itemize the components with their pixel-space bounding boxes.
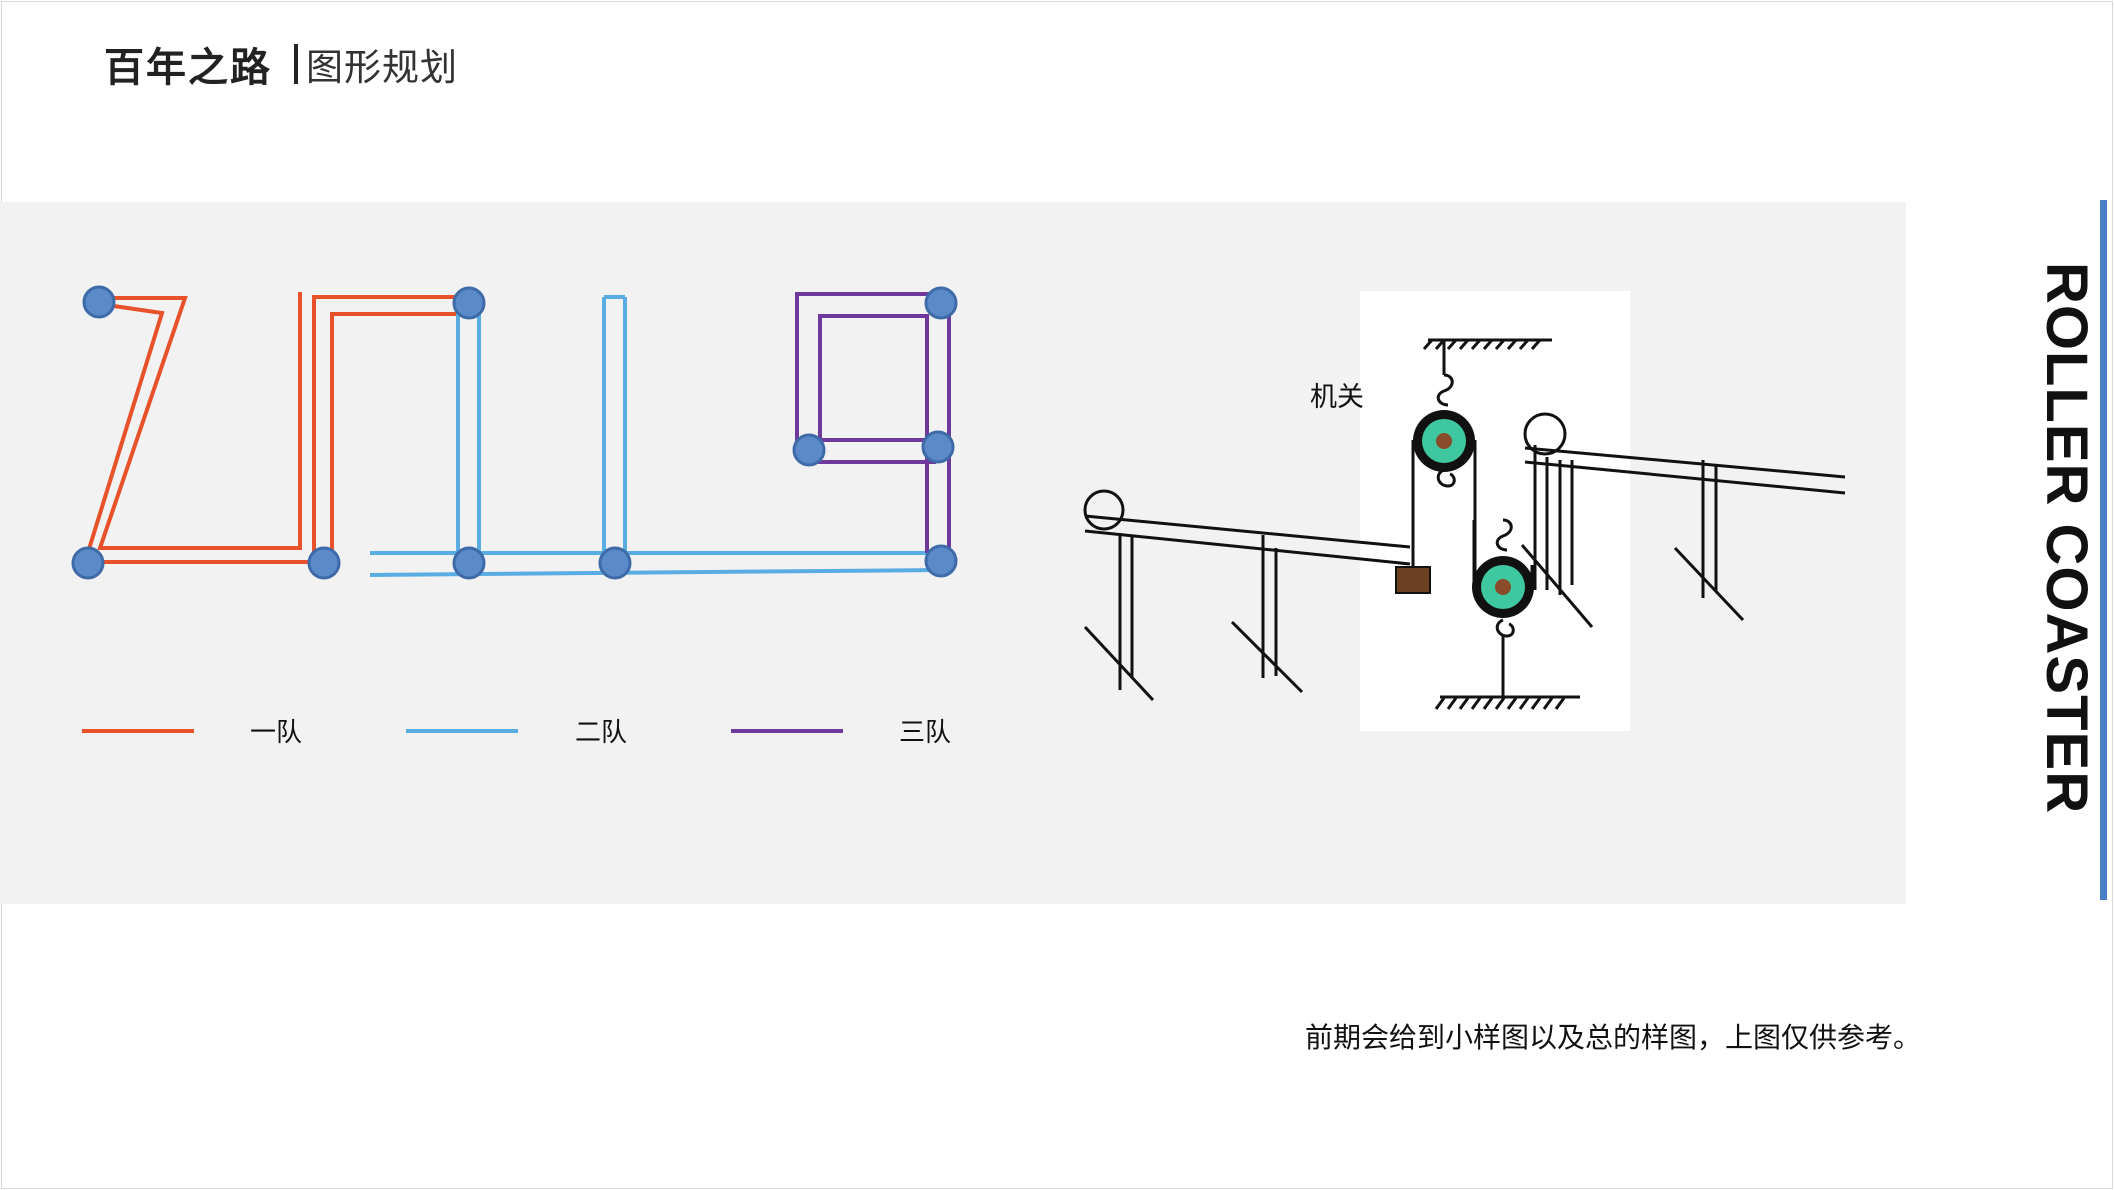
legend-label-team1: 一队	[250, 718, 302, 748]
route-node	[452, 546, 486, 580]
pulley-lower-axle	[1495, 579, 1511, 595]
track-left-wheel	[1083, 489, 1125, 531]
track-right-brace1	[1520, 544, 1594, 628]
track-left	[1083, 489, 1411, 702]
title-main: 百年之路	[104, 45, 272, 91]
track-right-post3	[1701, 460, 1718, 598]
hook-upper-bottom	[1436, 468, 1456, 488]
hook-lower-bottom	[1495, 618, 1515, 638]
route-node	[71, 546, 105, 580]
pulley-upper	[1413, 410, 1475, 472]
route-node	[792, 433, 826, 467]
route-team3-cross	[818, 438, 936, 464]
title-divider	[294, 44, 298, 84]
route-node	[598, 546, 632, 580]
mechanism-label: 机关	[1310, 382, 1364, 413]
route-node	[924, 286, 958, 320]
route-team1-z	[97, 292, 302, 550]
route-node	[82, 285, 116, 319]
legend-label-team2: 二队	[575, 718, 627, 748]
pulley-lower	[1472, 556, 1534, 618]
route-team1-z-inner	[82, 302, 325, 564]
route-team3	[795, 292, 951, 560]
track-right-post1	[1533, 445, 1549, 590]
route-team1	[82, 292, 468, 564]
track-right-brace2	[1673, 546, 1745, 622]
footnote: 前期会给到小样图以及总的样图，上图仅供参考。	[1305, 1021, 1922, 1054]
route-team3-inner	[818, 314, 929, 553]
mechanism-illustration: 机关	[1310, 291, 1630, 731]
track-right-wheel	[1523, 412, 1567, 456]
floor-hatch	[1434, 695, 1580, 710]
legend: 一队 二队 三队	[82, 718, 951, 748]
slide-title: 百年之路 图形规划	[104, 36, 458, 92]
track-right-post2	[1558, 460, 1574, 595]
route-nodes	[71, 285, 958, 580]
legend-label-team3: 三队	[899, 718, 951, 748]
route-node	[921, 430, 955, 464]
route-node	[924, 544, 958, 578]
title-sub: 图形规划	[306, 46, 458, 89]
mechanism-card	[1360, 291, 1630, 731]
route-node	[307, 546, 341, 580]
route-node	[452, 286, 486, 320]
accent-bar	[2100, 200, 2107, 900]
track-left-brace2	[1230, 620, 1304, 694]
route-team1-n-inner	[330, 312, 462, 555]
side-title: ROLLER COASTER	[2034, 262, 2099, 815]
route-team3-outer	[795, 292, 951, 560]
ceiling-hatch	[1422, 338, 1552, 350]
route-team2	[369, 295, 941, 577]
route-team1-n	[312, 295, 468, 555]
track-left-brace1	[1083, 625, 1155, 702]
hook-lower-top	[1495, 518, 1513, 552]
hook-upper-top	[1436, 373, 1454, 407]
track-right	[1520, 412, 1846, 628]
weight-block	[1395, 566, 1431, 594]
track-right-rail	[1524, 446, 1846, 495]
pulley-upper-axle	[1436, 433, 1452, 449]
track-left-rail	[1084, 514, 1411, 566]
